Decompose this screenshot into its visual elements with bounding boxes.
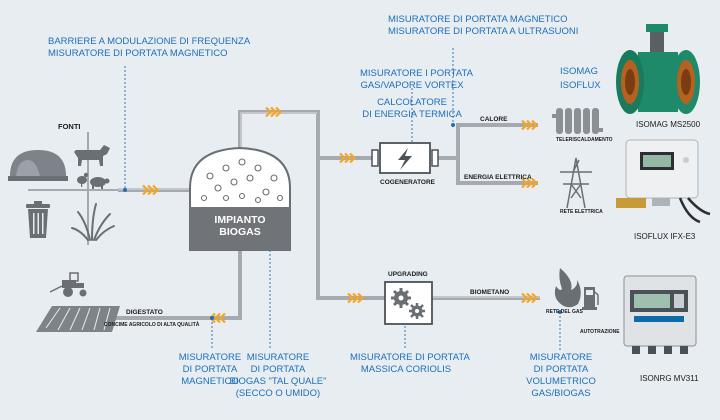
tractor-icon <box>49 272 87 297</box>
callout-energy-calculator: CALCOLATORE DI ENERGIA TERMICA <box>362 97 462 120</box>
radiator-icon <box>552 108 603 134</box>
device-isoflux-ifx-e3: ISOFLUX IFX-E3 <box>634 232 696 241</box>
upgrading-icon <box>384 281 433 325</box>
device-isomag-ms2500: ISOMAG MS2500 <box>636 120 701 129</box>
flame-icon <box>554 268 581 308</box>
fuel-pump-icon <box>582 287 599 310</box>
callout-isoflux: ISOFLUX <box>560 80 601 91</box>
label-digestato: DIGESTATO <box>126 309 163 316</box>
label-teleriscaldamento: TELERISCALDAMENTO <box>556 137 613 143</box>
label-concime: CONCIME AGRICOLO DI ALTA QUALITÀ <box>104 322 200 328</box>
label-biometano: BIOMETANO <box>470 289 510 296</box>
cow-icon <box>74 145 110 166</box>
callout-coriolis: MISURATORE DI PORTATA MASSICA CORIOLIS <box>350 352 470 375</box>
callout-magnetic-ultrasonic: MISURATORE DI PORTATA MAGNETICO MISURATO… <box>388 14 579 37</box>
callout-isomag: ISOMAG <box>560 66 599 77</box>
gas-bubbles <box>200 158 284 204</box>
device-isonrg-mv311: ISONRG MV311 <box>640 374 699 383</box>
callout-frequency-barrier: BARRIERE A MODULAZIONE DI FREQUENZA MISU… <box>48 36 251 59</box>
label-rete-elettrica: RETE ELETTRICA <box>560 209 603 215</box>
chicken-icon <box>77 172 89 187</box>
biogas-plant-icon <box>189 146 291 251</box>
label-rete-gas: RETE DEL GAS <box>546 309 583 315</box>
cogenerator-icon <box>371 142 439 174</box>
callout-volumetric-meter: MISURATORE DI PORTATA VOLUMETRICO GAS/BI… <box>526 352 596 399</box>
pipe-highlights <box>118 112 540 298</box>
label-cogeneratore: COGENERATORE <box>380 179 436 186</box>
plant-title: IMPIANTO BIOGAS <box>214 214 266 238</box>
isoflux-ifx-e3-image <box>616 139 711 224</box>
callout-biogas-meter: MISURATORE DI PORTATA BIOGAS "TAL QUALE"… <box>229 352 327 399</box>
lightning-icon <box>398 148 412 170</box>
callout-vortex-meter: MISURATORE I PORTATA GAS/VAPORE VORTEX <box>360 68 473 91</box>
pig-icon <box>90 177 110 189</box>
label-calore: CALORE <box>480 116 508 123</box>
isomag-ms2500-image <box>616 24 700 114</box>
pipes <box>85 110 540 320</box>
trash-bin-icon <box>26 201 50 238</box>
callout-bottom-magnetic: MISURATORE DI PORTATA MAGNETICO <box>178 352 242 387</box>
label-fonti: FONTI <box>58 122 81 131</box>
power-pylon-icon <box>560 157 592 209</box>
label-autotrazione: AUTOTRAZIONE <box>580 329 620 335</box>
gear-icon <box>391 288 425 319</box>
label-energia-elettrica: ENERGIA ELETTRICA <box>464 174 532 181</box>
label-upgrading: UPGRADING <box>388 271 428 278</box>
grass-icon <box>71 203 115 241</box>
callout-lines <box>124 48 561 350</box>
isonrg-mv311-image <box>623 275 697 354</box>
field-icon <box>36 306 120 332</box>
hay-bales-icon <box>8 150 68 181</box>
sources-group <box>8 132 118 245</box>
